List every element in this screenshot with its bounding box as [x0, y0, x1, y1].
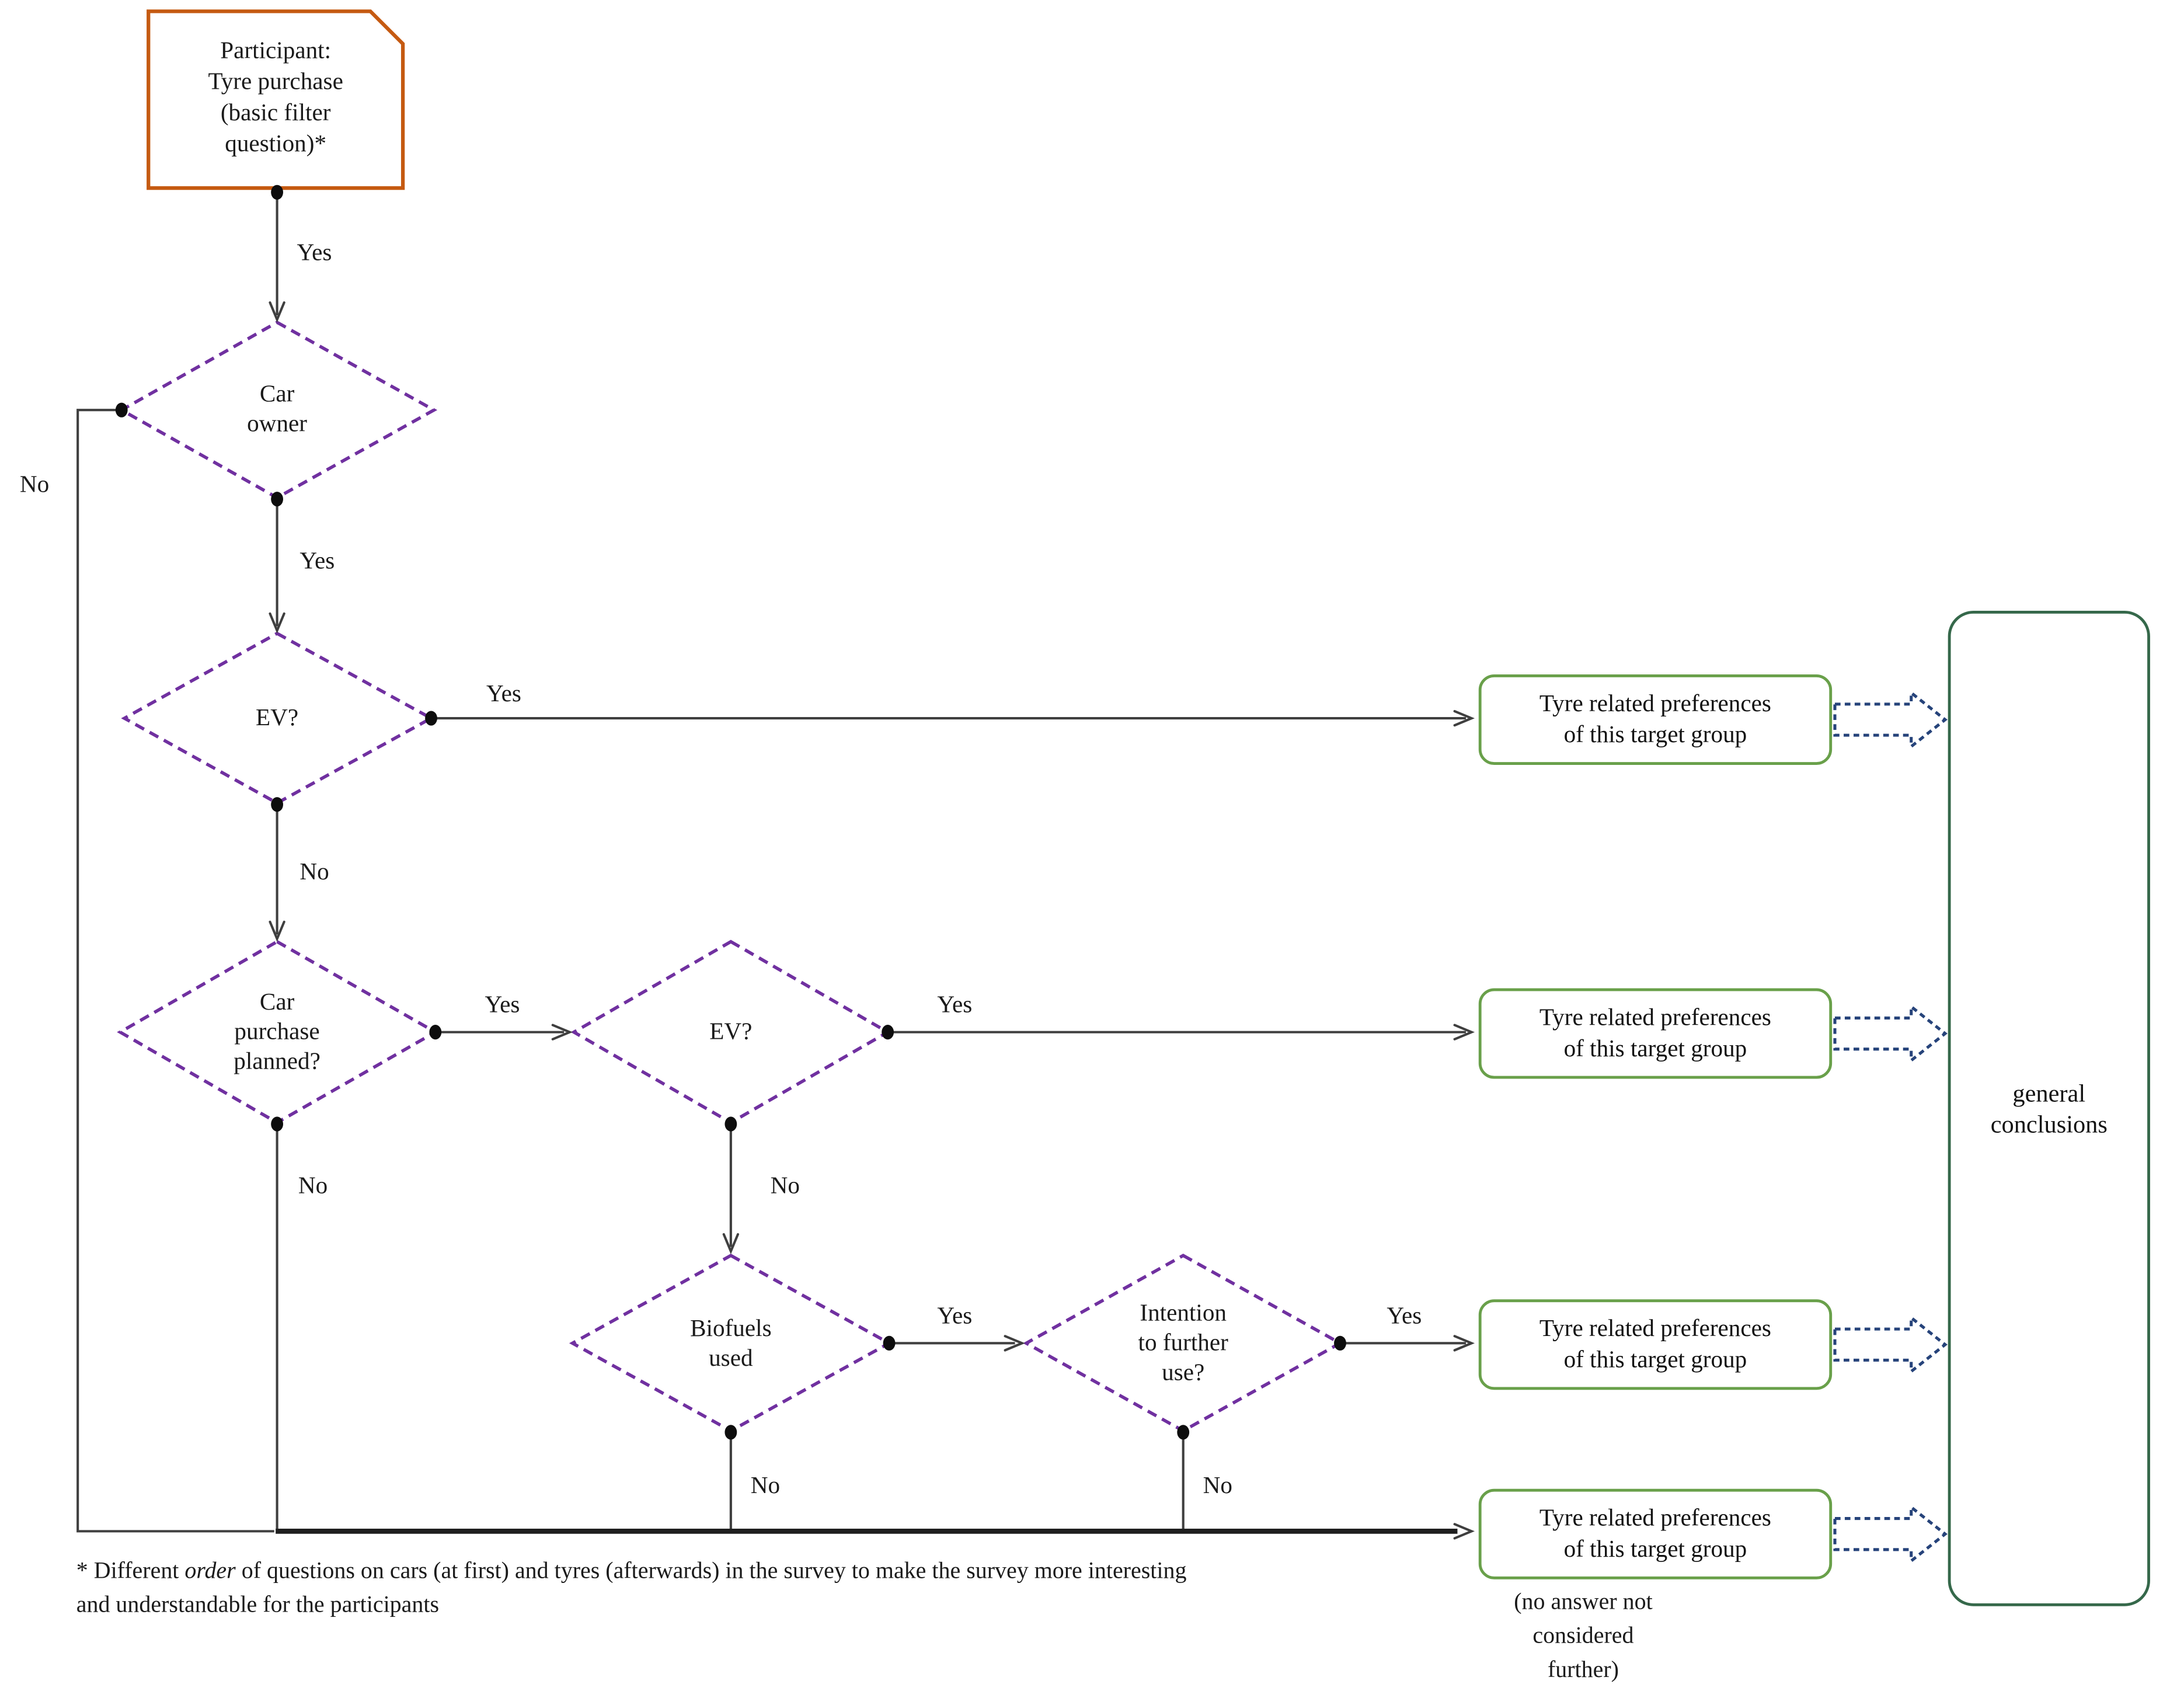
start-node: Participant: Tyre purchase (basic filter…: [208, 36, 343, 157]
decision-intention: Intention to further use?: [1138, 1299, 1228, 1386]
edge-label-biofuels-no: No: [750, 1471, 781, 1499]
edge-label-car-purchase-yes: Yes: [485, 991, 520, 1018]
conclusion-arrow-1: [1833, 690, 1948, 750]
junction-dot: [724, 1425, 737, 1440]
preference-box-4: Tyre related preferences of this target …: [1478, 1488, 1833, 1579]
no-answer-note: (no answer not considered further): [1514, 1588, 1653, 1683]
decision-ev-first: EV?: [256, 704, 299, 731]
conclusion-arrow-4: [1833, 1504, 1948, 1564]
footnote-line-1: * Different order of questions on cars (…: [76, 1554, 1412, 1588]
blue-dashed-arrows: [1833, 690, 1948, 1564]
edge-label-ev-second-no: No: [770, 1172, 800, 1199]
edge-label-car-owner-yes: Yes: [299, 547, 335, 575]
edge-carowner-no-line: [76, 409, 274, 1533]
arrowhead-into-intention: [1004, 1335, 1026, 1352]
junction-dot: [271, 1116, 284, 1132]
edge-label-biofuels-yes: Yes: [937, 1302, 973, 1330]
arrowhead-into-car-purchase: [269, 920, 285, 942]
arrowhead-into-biofuels: [722, 1233, 740, 1255]
junction-dot: [429, 1025, 442, 1040]
preference-box-1: Tyre related preferences of this target …: [1478, 674, 1833, 765]
junction-dot: [724, 1116, 737, 1132]
footnote-line1-rest: of questions on cars (at first) and tyre…: [235, 1556, 1187, 1584]
start-node-shape: [147, 9, 405, 190]
decision-ev-first-shape: [121, 631, 435, 805]
decision-biofuels: Biofuels used: [690, 1314, 772, 1372]
edge-label-intention-no: No: [1203, 1471, 1232, 1499]
junction-dot: [1334, 1335, 1346, 1351]
edge-label-ev-first-no: No: [299, 858, 329, 885]
footnote-line-2: and understandable for the participants: [76, 1591, 440, 1618]
junction-dot: [425, 711, 437, 726]
arrowhead-into-pref-4: [1453, 1523, 1475, 1540]
arrowhead-into-ev-first: [269, 612, 285, 634]
decision-car-purchase: Car purchase planned?: [234, 988, 321, 1075]
junction-dot: [271, 185, 284, 200]
edge-label-car-owner-no: No: [19, 471, 50, 498]
decision-ev-second: EV?: [709, 1018, 753, 1045]
connector-lines: [76, 192, 1466, 1533]
junction-dot: [883, 1335, 896, 1351]
edge-label-start-yes: Yes: [297, 239, 332, 266]
junction-dot: [882, 1025, 894, 1040]
arrowhead-into-pref-1: [1453, 709, 1475, 727]
edge-label-car-purchase-no: No: [298, 1172, 328, 1199]
edge-label-ev-second-yes: Yes: [937, 991, 973, 1018]
arrowhead-into-pref-3: [1453, 1335, 1475, 1352]
preference-box-3: Tyre related preferences of this target …: [1478, 1299, 1833, 1390]
arrowhead-into-pref-2: [1453, 1024, 1475, 1041]
footnote-emphasis: order: [184, 1556, 236, 1584]
junction-dots: [115, 185, 1346, 1440]
arrowhead-into-ev-second: [551, 1024, 573, 1041]
edge-label-intention-yes: Yes: [1387, 1302, 1422, 1330]
conclusion-arrow-2: [1833, 1003, 1948, 1064]
footnote: * Different order of questions on cars (…: [76, 1554, 1412, 1622]
conclusion-arrow-3: [1833, 1314, 1948, 1375]
preference-box-2: Tyre related preferences of this target …: [1478, 988, 1833, 1079]
footnote-prefix: * Different: [76, 1556, 185, 1584]
junction-dot: [115, 402, 128, 417]
junction-dot: [271, 797, 284, 812]
junction-dot: [1177, 1425, 1190, 1440]
edge-label-ev-first-yes: Yes: [486, 680, 521, 707]
junction-dot: [271, 492, 284, 507]
decision-car-owner: Car owner: [247, 380, 308, 437]
conclusion-box: general conclusions: [1948, 611, 2150, 1606]
arrowhead-into-car-owner: [269, 301, 285, 323]
arrowheads: [269, 301, 1475, 1540]
